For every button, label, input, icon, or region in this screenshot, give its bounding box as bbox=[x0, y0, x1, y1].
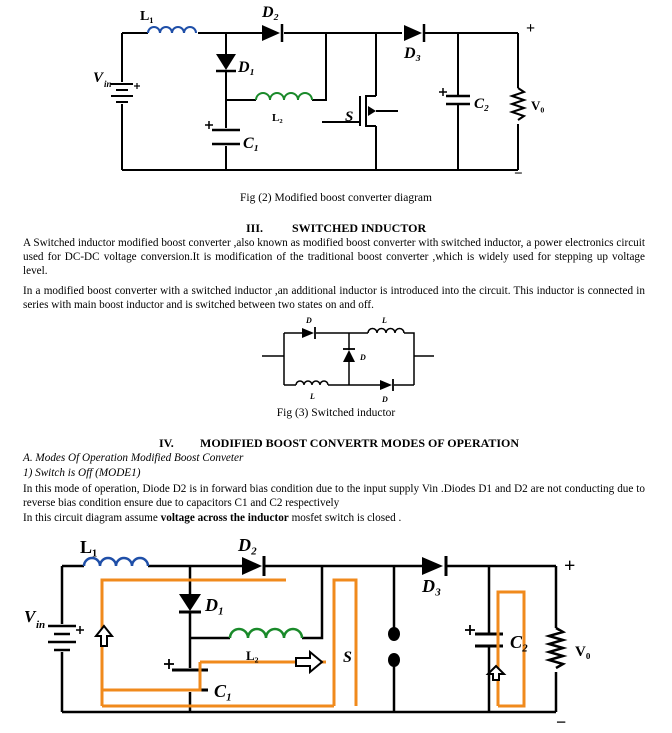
fig4-current-path bbox=[100, 578, 526, 708]
fig4-label-vin: V bbox=[24, 607, 37, 626]
section4-para2-bold: voltage across the inductor bbox=[160, 512, 289, 524]
fig2-label-l1: L₁ bbox=[140, 9, 154, 24]
fig3-inductor-top bbox=[367, 327, 405, 334]
fig2-resistor-load bbox=[508, 87, 528, 121]
fig2-diagram: L₁ D₂ D₁ D₃ L₂ S C₂ V₀ C₁ V in + − bbox=[93, 4, 544, 182]
section3-number: III. bbox=[246, 221, 264, 235]
fig4-label-plus: + bbox=[564, 555, 575, 577]
section4-para2-post: mosfet switch is closed . bbox=[288, 512, 402, 524]
fig4-label-d2: D₂ bbox=[237, 535, 257, 555]
fig2-inductor-l2 bbox=[255, 92, 313, 101]
fig4-diagram: L₁ D₂ D₁ D₃ L₂ S C₂ V₀ C₁ V in + − bbox=[24, 535, 591, 732]
section4-subheading-1: 1) Switch is Off (MODE1) bbox=[23, 467, 141, 479]
fig4-diode-d3 bbox=[422, 556, 448, 576]
fig4-switch-bottom-dot bbox=[388, 653, 400, 667]
fig2-label-plus: + bbox=[526, 20, 535, 37]
fig2-inductor-l1 bbox=[147, 26, 197, 34]
fig3-label-d-mid: D bbox=[359, 353, 366, 362]
fig2-label-d3: D₃ bbox=[403, 45, 421, 62]
section3-para1: A Switched inductor modified boost conve… bbox=[23, 237, 645, 277]
fig2-label-s: S bbox=[345, 109, 353, 125]
fig4-inductor-l1 bbox=[82, 556, 150, 567]
fig2-label-vin-sub: in bbox=[104, 79, 112, 89]
fig4-label-s: S bbox=[343, 649, 352, 666]
fig2-diode-d2 bbox=[262, 24, 284, 42]
fig2-label-c1: C₁ bbox=[243, 135, 259, 152]
fig2-label-vin: V bbox=[93, 70, 105, 86]
fig4-label-d1: D₁ bbox=[204, 595, 224, 615]
fig4-arrow-up-left bbox=[93, 624, 115, 647]
fig2-diode-d3 bbox=[404, 24, 426, 42]
fig4-label-c1: C₁ bbox=[214, 681, 232, 701]
fig2-label-c2: C₂ bbox=[474, 96, 489, 112]
fig3-label-d-top: D bbox=[305, 316, 312, 325]
fig2-label-minus: − bbox=[514, 166, 523, 182]
fig4-label-vin-sub: in bbox=[36, 619, 45, 631]
fig2-capacitor-c1 bbox=[205, 121, 240, 146]
fig4-label-l2: L₂ bbox=[246, 648, 259, 663]
fig3-label-l-top: L bbox=[381, 316, 387, 325]
section4-number: IV. bbox=[159, 436, 174, 450]
section4-title: MODIFIED BOOST CONVERTR MODES OF OPERATI… bbox=[200, 436, 520, 450]
fig4-label-l1: L₁ bbox=[80, 537, 97, 557]
fig3-label-l-bot: L bbox=[309, 392, 315, 401]
fig4-arrow-up-right bbox=[485, 664, 507, 681]
section3-para2: In a modified boost converter with a swi… bbox=[23, 285, 645, 311]
fig4-switch-top-dot bbox=[388, 627, 400, 641]
fig4-diode-d2 bbox=[242, 556, 266, 576]
fig4-label-d3: D₃ bbox=[421, 576, 441, 596]
fig4-arrow-right bbox=[295, 649, 324, 675]
fig3-diagram: D L D L D bbox=[262, 316, 434, 404]
fig2-battery-vin bbox=[111, 83, 140, 103]
fig4-diode-d1 bbox=[179, 594, 201, 614]
fig3-diode-bot bbox=[380, 379, 394, 391]
fig4-battery-vin bbox=[48, 624, 84, 652]
fig2-diode-d1 bbox=[216, 54, 236, 73]
section4-para2-pre: In this circuit diagram assume bbox=[23, 512, 161, 524]
fig4-label-c2: C₂ bbox=[510, 632, 528, 652]
fig2-capacitor-c2 bbox=[439, 88, 470, 106]
fig4-label-vo: V₀ bbox=[575, 644, 591, 660]
fig3-inductor-bot bbox=[295, 380, 329, 386]
fig3-diode-top bbox=[302, 327, 316, 339]
fig3-caption: Fig (3) Switched inductor bbox=[276, 407, 396, 419]
fig4-label-minus: − bbox=[556, 712, 566, 732]
section4-para1: In this mode of operation, Diode D2 is i… bbox=[23, 483, 645, 509]
fig3-diode-mid bbox=[343, 348, 355, 362]
section3-title: SWITCHED INDUCTOR bbox=[292, 221, 427, 235]
section4-subheading-a: A. Modes Of Operation Modified Boost Con… bbox=[23, 452, 244, 464]
fig3-label-d-bot: D bbox=[381, 395, 388, 404]
fig2-label-vo: V₀ bbox=[531, 98, 544, 113]
fig2-label-l2: L₂ bbox=[272, 112, 283, 124]
section4-para2: In this circuit diagram assume voltage a… bbox=[23, 511, 645, 525]
fig2-caption: Fig (2) Modified boost converter diagram bbox=[240, 192, 432, 204]
fig2-label-d1: D₁ bbox=[237, 59, 255, 76]
fig4-resistor-load bbox=[544, 626, 568, 670]
fig2-label-d2: D₂ bbox=[261, 4, 279, 21]
fig4-inductor-l2 bbox=[228, 627, 304, 639]
